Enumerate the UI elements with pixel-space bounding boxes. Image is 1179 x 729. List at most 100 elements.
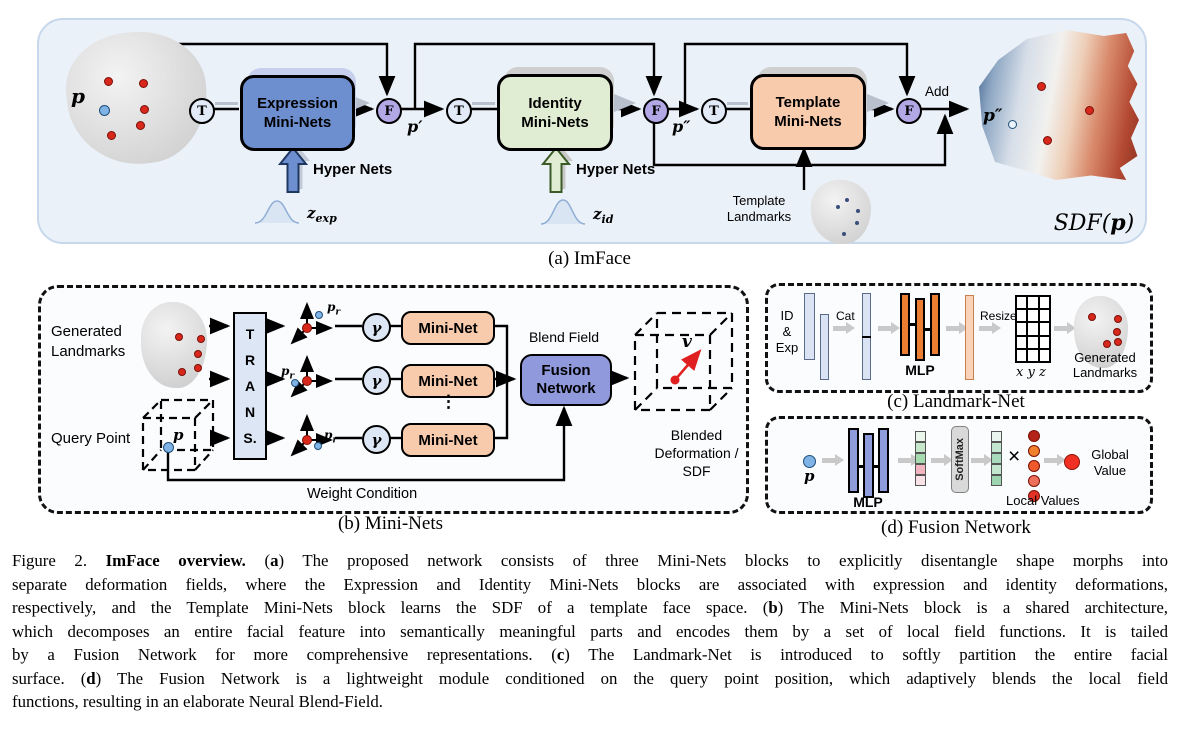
gray-arrow-icon bbox=[971, 454, 993, 466]
blend-cube-icon bbox=[633, 311, 734, 412]
landmark-dot bbox=[104, 77, 113, 86]
concat-code-bar bbox=[862, 293, 871, 380]
panel-a-imface: p T F T F T F Expression Mini-Nets Ident… bbox=[37, 18, 1147, 244]
mlp-label: MLP bbox=[853, 494, 883, 510]
landmark-dot bbox=[1043, 136, 1052, 145]
mlp-layer-bar bbox=[848, 428, 859, 493]
panel-c-caption: (c) Landmark-Net bbox=[887, 391, 1025, 412]
p-label: p bbox=[71, 84, 85, 108]
expression-box-line2: Mini-Nets bbox=[263, 114, 332, 131]
expression-mini-nets-box: Expression Mini-Nets bbox=[240, 75, 355, 151]
template-box-line2: Mini-Nets bbox=[774, 113, 842, 130]
mlp-layer-bar bbox=[878, 428, 889, 493]
landmark-dot bbox=[1037, 82, 1046, 91]
p-prime-label: p′ bbox=[407, 117, 423, 136]
gray-arrow-icon bbox=[931, 454, 953, 466]
z-id-label: zid bbox=[593, 205, 614, 226]
feature-vector bbox=[915, 431, 926, 486]
caption-line: separate deformation fields, where the E… bbox=[12, 574, 1168, 594]
panel-d-caption: (d) Fusion Network bbox=[881, 517, 1031, 538]
t-transform-node: T bbox=[446, 98, 472, 124]
blend-point-dot bbox=[670, 375, 680, 385]
generated-landmarks-label: Generated Landmarks bbox=[51, 323, 126, 360]
p-double-prime-label: p″ bbox=[672, 117, 691, 136]
p-r-label: pr bbox=[327, 300, 341, 318]
sdf-output-image bbox=[979, 30, 1139, 180]
t-transform-node: T bbox=[189, 98, 215, 124]
z-exp-label: zexp bbox=[307, 204, 337, 225]
mlp-layer-bar bbox=[900, 293, 910, 356]
local-values-label: Local Values bbox=[1006, 493, 1080, 508]
t-transform-node: T bbox=[701, 98, 727, 124]
identity-mini-nets-box: Identity Mini-Nets bbox=[497, 74, 613, 151]
landmark-matrix-grid bbox=[1015, 295, 1051, 363]
f-fusion-node: F bbox=[896, 98, 922, 124]
caption-line: functions, resulting in an elaborate Neu… bbox=[12, 692, 383, 711]
hyper-nets-arrow-icon-identity bbox=[540, 145, 573, 193]
caption-line: by a Fusion Network for more comprehensi… bbox=[12, 645, 1168, 664]
gamma-encoding-node: γ bbox=[362, 425, 391, 454]
mlp-layer-bar bbox=[930, 293, 940, 356]
p-double-prime-face-label: p″ bbox=[983, 106, 1003, 126]
expression-box-line1: Expression bbox=[257, 95, 338, 112]
mini-net-box: Mini-Net bbox=[401, 311, 495, 345]
panel-a-caption: (a) ImFace bbox=[548, 248, 631, 269]
generated-landmarks-image bbox=[141, 302, 207, 388]
p-label: p bbox=[804, 467, 815, 485]
blend-field-label: Blend Field bbox=[528, 329, 600, 345]
resize-label: Resize bbox=[980, 309, 1017, 323]
query-p-label: p bbox=[173, 426, 184, 444]
gray-arrow-icon bbox=[1044, 454, 1066, 466]
query-point-marker bbox=[1008, 120, 1017, 129]
id-exp-label: ID&Exp bbox=[775, 308, 799, 355]
p-r-label: pr bbox=[281, 364, 295, 382]
z-exp-distribution-icon bbox=[254, 200, 300, 224]
caption-line: respectively, and the Template Mini-Nets… bbox=[12, 598, 1168, 617]
query-point-dot bbox=[163, 442, 174, 453]
caption-line: surface. (d) The Fusion Network is a lig… bbox=[12, 668, 1169, 688]
blend-vector-arrow bbox=[674, 349, 702, 381]
local-values-dots bbox=[1028, 430, 1040, 502]
mini-net-box: Mini-Net bbox=[401, 423, 495, 457]
template-mini-nets-box: Template Mini-Nets bbox=[750, 74, 866, 150]
hyper-nets-label: Hyper Nets bbox=[313, 161, 393, 178]
gray-arrow-icon bbox=[878, 322, 900, 334]
xyz-label: x y z bbox=[1016, 365, 1046, 380]
query-point-dot bbox=[99, 105, 110, 116]
softmax-block: SoftMax bbox=[951, 426, 969, 493]
global-value-label: Global Value bbox=[1091, 447, 1129, 478]
add-label: Add bbox=[925, 84, 950, 99]
id-code-bar bbox=[804, 293, 815, 360]
sdf-p-label: SDF(p) bbox=[1053, 210, 1135, 236]
panel-d-fusion-network: p MLP SoftMax × Global Value Local Value… bbox=[765, 416, 1153, 514]
caption-line: which decomposes an entire facial featur… bbox=[12, 621, 1168, 641]
mlp-layer-bar bbox=[915, 298, 925, 361]
figure-caption: Figure 2. ImFace overview. (a) The propo… bbox=[12, 549, 1168, 714]
z-id-distribution-icon bbox=[540, 199, 586, 225]
gamma-encoding-node: γ bbox=[362, 313, 391, 342]
template-landmarks-label: Template Landmarks bbox=[726, 193, 792, 224]
f-fusion-node: F bbox=[376, 98, 402, 124]
landmark-dot bbox=[140, 105, 149, 114]
gray-arrow-icon bbox=[822, 454, 844, 466]
template-box-line1: Template bbox=[775, 94, 841, 111]
exp-code-bar bbox=[820, 314, 829, 380]
query-point-dot bbox=[803, 455, 816, 468]
gray-arrow-icon bbox=[833, 322, 855, 334]
identity-box-line1: Identity bbox=[528, 94, 582, 112]
generated-landmarks-label: Generated Landmarks bbox=[1072, 350, 1138, 380]
gray-arrow-icon bbox=[979, 322, 1001, 334]
mlp-layer-bar bbox=[863, 433, 874, 498]
identity-box-line2: Mini-Nets bbox=[521, 113, 589, 131]
query-point-label: Query Point bbox=[51, 430, 131, 447]
template-landmarks-image bbox=[811, 180, 871, 244]
landmark-dot bbox=[107, 131, 116, 140]
gamma-encoding-node: γ bbox=[362, 366, 391, 395]
panel-b-caption: (b) Mini-Nets bbox=[337, 513, 443, 534]
landmark-dot bbox=[1085, 106, 1094, 115]
cat-label: Cat bbox=[836, 309, 855, 323]
